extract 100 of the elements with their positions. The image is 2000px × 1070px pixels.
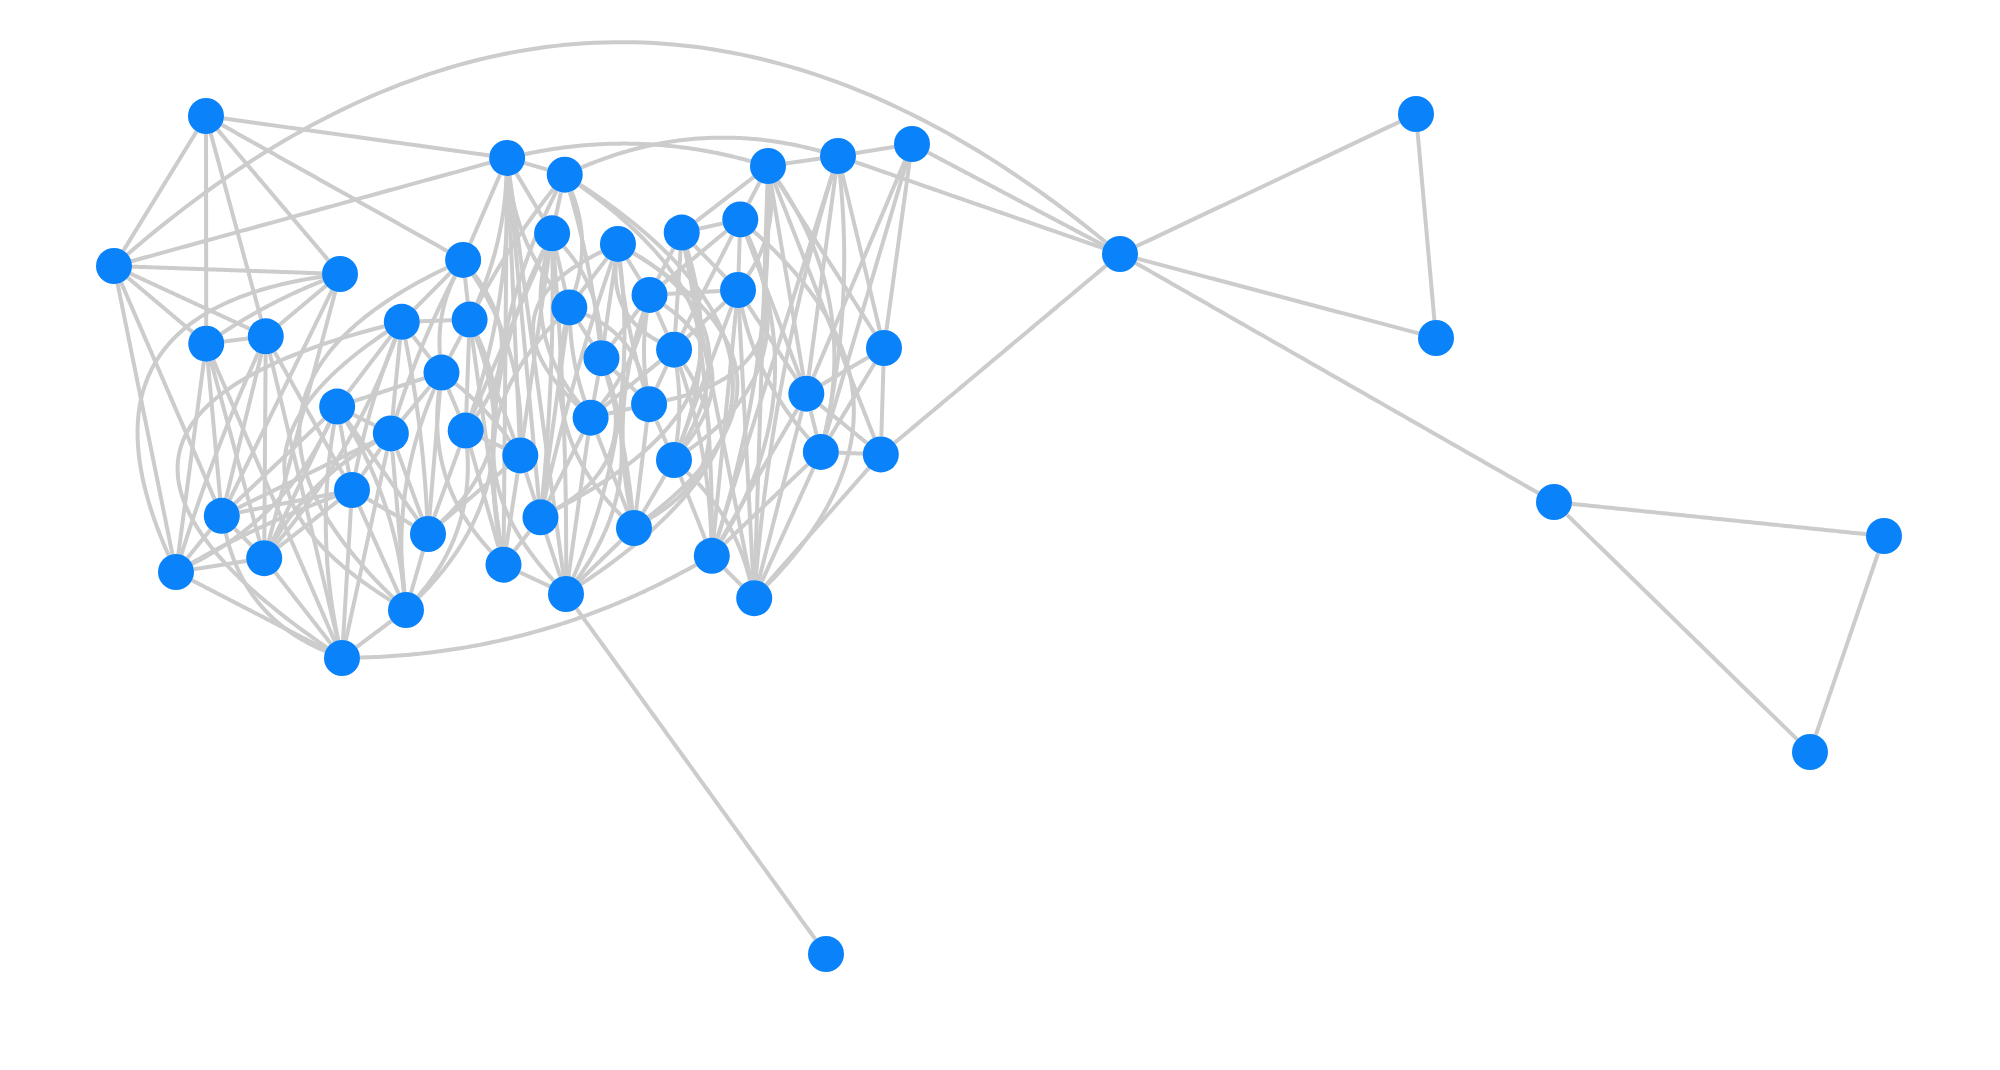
network-node: [572, 399, 609, 436]
edge-line: [463, 276, 470, 304]
network-node: [319, 388, 356, 425]
edge-line: [654, 418, 669, 446]
edge-line: [282, 330, 392, 603]
edge-line: [602, 260, 618, 342]
edge-line: [746, 303, 799, 380]
edge-line: [551, 251, 569, 576]
edge-line: [472, 273, 504, 418]
edge-line: [412, 271, 453, 311]
edge-line: [439, 335, 498, 524]
edge-line: [427, 389, 442, 517]
edge-line: [271, 440, 377, 544]
edge-line: [274, 338, 398, 546]
edge-line: [126, 276, 194, 334]
edge-line: [435, 390, 493, 553]
edge-line: [474, 335, 516, 440]
network-node: [334, 472, 370, 508]
edge-line: [399, 388, 437, 593]
edge-line: [685, 470, 752, 582]
network-node: [546, 156, 583, 193]
edge-line: [818, 403, 869, 445]
edge-line: [129, 271, 251, 331]
edge-line: [555, 183, 703, 511]
network-node: [1866, 518, 1902, 554]
edge-line: [719, 408, 799, 542]
edge-line: [540, 251, 555, 500]
edge-line: [683, 249, 753, 581]
edge-line: [722, 566, 744, 588]
edge-line: [395, 448, 424, 519]
network-node: [616, 510, 652, 546]
edge-line: [580, 135, 822, 170]
edge-line: [491, 319, 559, 583]
edge-line: [655, 246, 676, 281]
edge-line: [175, 324, 385, 650]
network-node: [894, 126, 930, 162]
network-node: [720, 272, 756, 308]
network-node: [551, 289, 588, 326]
edge-line: [475, 175, 509, 304]
network-node: [410, 516, 446, 552]
network-node: [663, 214, 700, 251]
edge-line: [277, 499, 340, 549]
edge-line: [514, 171, 545, 220]
network-node: [1398, 96, 1434, 132]
edge-line: [736, 307, 756, 581]
network-node: [246, 540, 283, 577]
edge-line: [764, 466, 871, 587]
edge-line: [744, 235, 802, 378]
edge-line: [538, 250, 581, 405]
edge-line: [531, 249, 603, 407]
edge-line: [1134, 261, 1540, 495]
edge-line: [471, 249, 547, 415]
edge-line: [591, 374, 601, 402]
edge-line: [673, 249, 683, 333]
edge-line: [577, 320, 594, 345]
edge-line: [613, 260, 660, 343]
edge-line: [418, 318, 454, 324]
edge-line: [824, 160, 909, 436]
edge-line: [603, 359, 662, 408]
edge-line: [694, 175, 756, 224]
edge-line: [884, 161, 912, 331]
edge-line: [571, 261, 627, 579]
network-node: [631, 386, 668, 423]
edge-line: [1136, 256, 1420, 336]
edge-line: [662, 229, 728, 285]
edge-line: [518, 570, 552, 589]
edge-line: [769, 183, 806, 377]
edge-line: [354, 619, 394, 649]
edge-line: [820, 355, 870, 387]
edge-line: [211, 359, 337, 643]
edge-line: [440, 465, 508, 524]
edge-line: [119, 281, 217, 501]
edge-line: [411, 334, 433, 361]
network-node: [1102, 236, 1138, 272]
edge-line: [135, 274, 323, 557]
edge-line: [273, 571, 333, 646]
network-node: [1536, 484, 1572, 520]
edge-line: [822, 173, 847, 435]
edge-line: [504, 471, 520, 549]
edge-line: [522, 161, 550, 172]
edge-line: [678, 366, 714, 539]
edge-line: [476, 187, 556, 305]
edge-line: [715, 172, 835, 540]
edge-line: [569, 190, 585, 292]
edge-line: [578, 182, 735, 586]
edge-line: [1571, 501, 1867, 537]
edge-line: [131, 264, 323, 276]
edge-line: [238, 491, 336, 515]
edge-line: [366, 497, 414, 527]
edge-line: [468, 173, 502, 245]
edge-line: [746, 180, 762, 206]
edge-line: [468, 446, 501, 549]
network-node: [324, 640, 360, 676]
edge-line: [739, 307, 811, 440]
edge-line: [752, 229, 856, 587]
edge-line: [926, 150, 1106, 248]
network-node: [158, 554, 194, 590]
edge-line: [566, 434, 591, 577]
edge-line: [446, 387, 461, 416]
edge-line: [121, 130, 199, 252]
